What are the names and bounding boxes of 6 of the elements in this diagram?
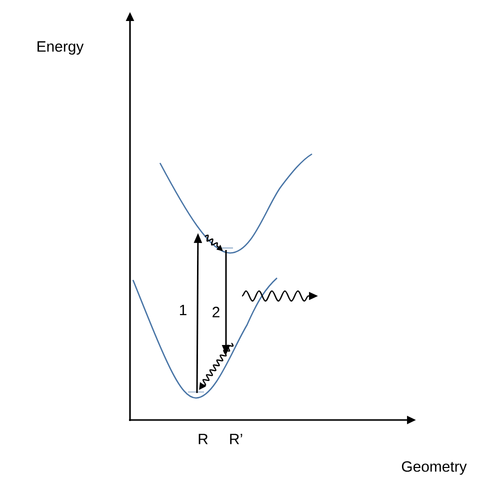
tick-label: R (198, 434, 208, 444)
axis-label: Energy (38, 41, 84, 55)
transition-number: 1 (180, 304, 186, 316)
tick-label: R’ (230, 434, 242, 444)
transition-number: 2 (212, 306, 220, 318)
axis-label: Geometry (402, 461, 467, 475)
